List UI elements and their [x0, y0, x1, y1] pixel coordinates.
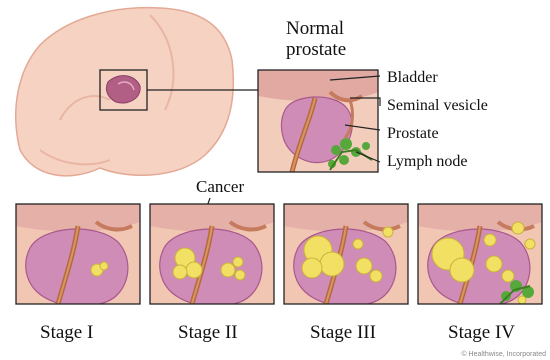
stage-1-panel [16, 204, 140, 306]
stage-2-panel [150, 204, 274, 306]
callout-cancer: Cancer [196, 177, 244, 196]
body-silhouette [16, 8, 234, 176]
callout-seminal-vesicle: Seminal vesicle [387, 97, 488, 114]
stage-4-panel [418, 204, 542, 306]
stage-1-label: Stage I [40, 322, 93, 343]
title-line-2: prostate [286, 39, 346, 60]
normal-prostate-inset [258, 70, 378, 172]
copyright-credit: © Healthwise, Incorporated [461, 350, 546, 358]
stage-3-panel [284, 204, 408, 306]
stage-3-label: Stage III [310, 322, 376, 343]
title-line-1: Normal [286, 18, 344, 39]
callout-prostate: Prostate [387, 125, 439, 142]
callout-bladder: Bladder [387, 69, 438, 86]
callout-lymph-node: Lymph node [387, 153, 467, 170]
stage-2-label: Stage II [178, 322, 238, 343]
stage-4-label: Stage IV [448, 322, 515, 343]
